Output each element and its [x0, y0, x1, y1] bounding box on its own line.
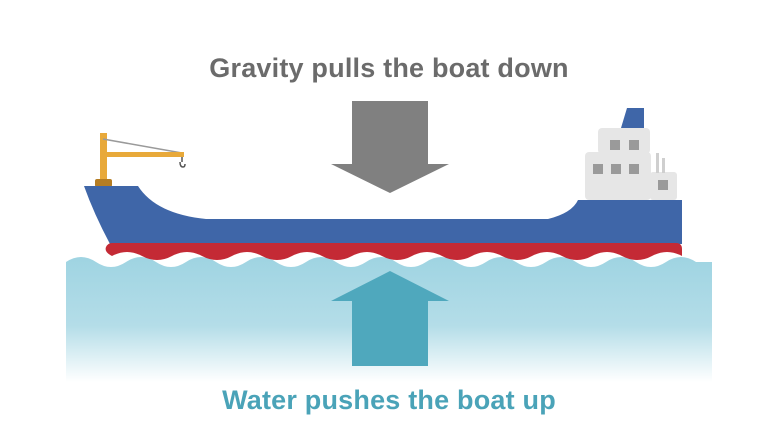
- gravity-label: Gravity pulls the boat down: [209, 53, 569, 83]
- bridge-cabin: [585, 108, 677, 200]
- buoyancy-label: Water pushes the boat up: [222, 385, 556, 415]
- hull-stripe: [105, 243, 683, 260]
- funnel: [621, 108, 644, 128]
- crane: [95, 133, 186, 187]
- ship-hull: [84, 186, 682, 244]
- gravity-arrow-down-icon: [331, 101, 449, 193]
- buoyancy-arrow-up-icon: [331, 271, 449, 366]
